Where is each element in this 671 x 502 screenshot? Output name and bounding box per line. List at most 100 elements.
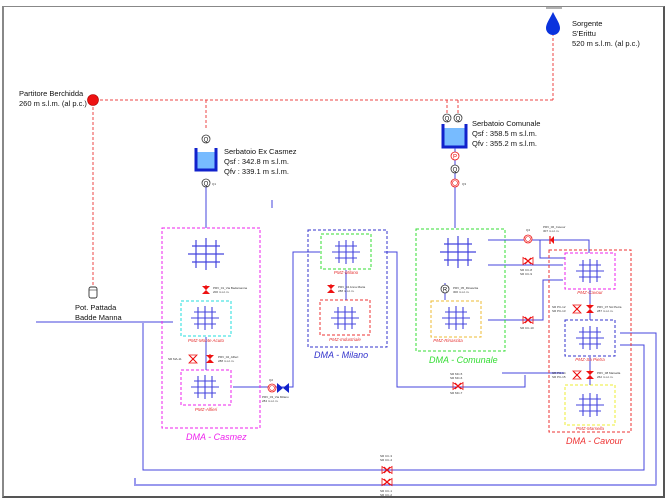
network-grid-milano <box>331 239 361 265</box>
dma-milano-box <box>307 229 388 348</box>
meter-q2[interactable] <box>267 383 277 393</box>
prv02-label: PRV_02_Alfieri <box>218 355 239 359</box>
prv04-label: PRV_04 Anna Maria <box>338 285 365 289</box>
prv07-elev: 287 m s.l.m. <box>597 309 614 313</box>
meter-comunale-out[interactable] <box>450 178 460 188</box>
sr-pc14-valve-icon[interactable] <box>572 370 582 380</box>
pmz-industriale-box <box>319 299 371 336</box>
sr-pc12-label: SR PC-12 <box>552 305 566 309</box>
tank-ex-casmez-name: Serbatoio Ex Casmez <box>224 147 297 156</box>
meter-ex-casmez-out[interactable]: Q <box>201 178 211 188</box>
meter-ex-casmez-in[interactable]: Q <box>201 134 211 144</box>
network-grid-casmez <box>187 237 225 271</box>
prv04-valve-icon[interactable] <box>326 283 336 294</box>
sr-pc13-label: SR PC-13 <box>552 309 566 313</box>
prv03-elev: 284 m s.l.m. <box>262 399 279 403</box>
meter-label-q3: Q3 <box>462 182 466 186</box>
sr-pc12-valve-icon[interactable] <box>572 304 582 314</box>
prv02-valve-icon[interactable] <box>205 353 215 364</box>
prv07-valve-icon[interactable] <box>585 303 595 314</box>
sr-ma11-valve-icon[interactable] <box>188 354 198 364</box>
tank-comunale-qsf: Qsf : 358.5 m s.l.m. <box>472 129 537 138</box>
network-grid-comunale <box>439 235 477 269</box>
tank-comunale-icon[interactable] <box>441 124 468 149</box>
sr-mc6-label: SR MC-6 <box>450 376 463 380</box>
pmz-cavour-label: PMZ-Cavour <box>577 290 603 295</box>
meter-symbol: Q <box>453 168 458 174</box>
tank-ex-casmez-qfv: Qfv : 339.1 m s.l.m. <box>224 167 289 176</box>
sr-cc4-label: SR CC-4 <box>380 458 392 462</box>
pmz-monte-acuto-box <box>180 300 232 337</box>
prv06-valve-icon[interactable] <box>549 236 554 244</box>
pump-comunale-icon[interactable]: P <box>450 151 460 161</box>
sr-mc5-label: SR MC-5 <box>450 372 463 376</box>
prv01-elev: 200 m s.l.m. <box>213 290 230 294</box>
prv07-label: PRV_07 SA Pietra <box>597 305 622 309</box>
pmz-marsella-label: PMZ-Marsella <box>576 426 604 431</box>
well-icon[interactable] <box>88 286 98 299</box>
meter-comunale-in-2[interactable]: Q <box>453 113 463 123</box>
network-grid-monte-acuto <box>190 305 220 331</box>
light-main <box>134 478 656 486</box>
network-grid-cavour <box>575 258 605 284</box>
pmz-alfieri-label: PMZ-Alfieri <box>195 407 218 412</box>
prv08-valve-icon[interactable] <box>585 369 595 380</box>
dma-milano-label: DMA - Milano <box>314 350 368 360</box>
tank-comunale-water <box>443 128 466 147</box>
dma-casmez-box <box>161 227 261 429</box>
reducer-r-icon[interactable]: R <box>440 284 450 294</box>
sr-cc10-label: SR CC-10 <box>520 326 534 330</box>
network-grid-rinascita <box>441 305 471 331</box>
prv01-label: PRV_01_Via Badamanna <box>213 286 247 290</box>
pmz-milano-label: PMZ-Milano <box>334 270 359 275</box>
meter-label-q1: Q1 <box>212 182 216 186</box>
pmz-rinascita-label: PMZ-Rinascita <box>433 338 463 343</box>
dma-casmez-label: DMA - Casmez <box>186 432 247 442</box>
dma-cavour-label: DMA - Cavour <box>566 436 624 446</box>
prv05-elev: 300 m s.l.m. <box>453 290 470 294</box>
network-grid-industriale <box>330 305 360 331</box>
sr-mc7-label: SR MC-7 <box>450 391 463 395</box>
tank-ex-casmez-icon[interactable] <box>194 148 218 172</box>
pmz-rinascita-box <box>430 300 482 338</box>
sr-cc2-label: SR CC-2 <box>380 493 392 497</box>
tank-comunale-name: Serbatoio Comunale <box>472 119 540 128</box>
meter-comunale-mid[interactable]: Q <box>450 164 460 174</box>
tank-ex-casmez-qsf: Qsf : 342.8 m s.l.m. <box>224 157 289 166</box>
partitore-node-icon[interactable] <box>87 94 99 106</box>
prv08-elev: 262 m s.l.m. <box>597 375 614 379</box>
sorgente-name: Sorgente <box>572 19 602 28</box>
sorgente-elevation: 520 m s.l.m. (al p.c.) <box>572 39 640 48</box>
network-grid-alfieri <box>190 374 220 400</box>
diagram-frame <box>2 6 665 498</box>
dma-comunale-label: DMA - Comunale <box>429 355 498 365</box>
sr-pc14-label: SR PC-14 <box>552 371 566 375</box>
sr-cc8-valve-icon[interactable] <box>522 256 534 266</box>
pmz-industriale-label: PMZ-Industriale <box>329 337 361 342</box>
prv03-valve-icon[interactable] <box>277 383 289 393</box>
prv04-elev: 288 m s.l.m. <box>338 289 355 293</box>
meter-q2-label: Q2 <box>269 378 273 382</box>
sr-ma11-label: SR MA-11 <box>168 357 182 361</box>
pozzo-subname: Badde Manna <box>75 313 123 322</box>
prv01-valve-icon[interactable] <box>201 284 211 295</box>
dma-comunale-box <box>415 228 506 352</box>
meter-comunale-in-1[interactable]: Q <box>442 113 452 123</box>
prv02-elev: 288 m s.l.m. <box>218 359 235 363</box>
pmz-monte-acuto-label: PMZ-Monte Acuto <box>188 338 225 343</box>
reducer-symbol: R <box>443 288 448 294</box>
tank-comunale-qfv: Qfv : 355.2 m s.l.m. <box>472 139 537 148</box>
prv08-label: PRV_08 Marsella <box>597 371 621 375</box>
dma-cavour-box <box>548 249 632 433</box>
sr-cc9-label: SR CC-9 <box>520 272 532 276</box>
meter-symbol: Q <box>456 117 461 123</box>
prv03-label: PRV_03_Via Milano <box>262 395 289 399</box>
prv06-label: PRV_06_Cavour <box>543 225 565 229</box>
prv06-elev: 307 m s.l.m. <box>543 229 560 233</box>
meter-q4[interactable] <box>523 234 533 244</box>
meter-symbol: Q <box>204 138 209 144</box>
pmz-milano-box <box>320 233 372 270</box>
network-grid-sa-pietra <box>575 325 605 351</box>
sr-mc-valve-icon[interactable] <box>452 381 464 391</box>
